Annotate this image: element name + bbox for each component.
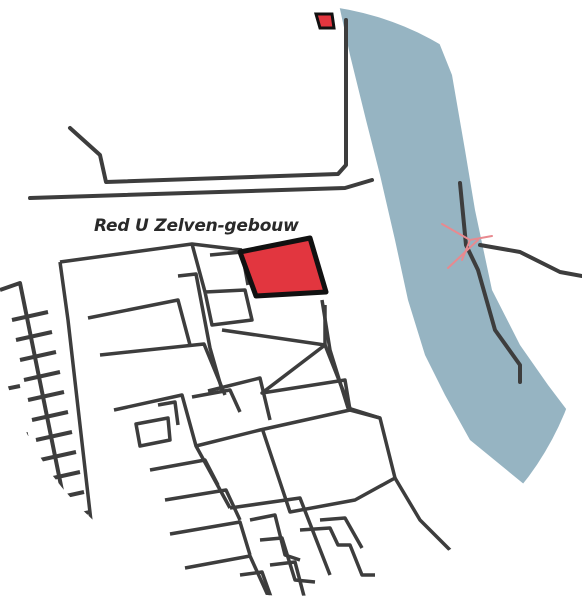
street-edges [28,18,582,384]
parcel-outlines [58,242,477,596]
top-marker [314,12,336,30]
highlighted-building[interactable] [237,235,329,299]
highlighted-building-label: Red U Zelven-gebouw [94,216,299,236]
location-cross-marker [441,223,493,269]
